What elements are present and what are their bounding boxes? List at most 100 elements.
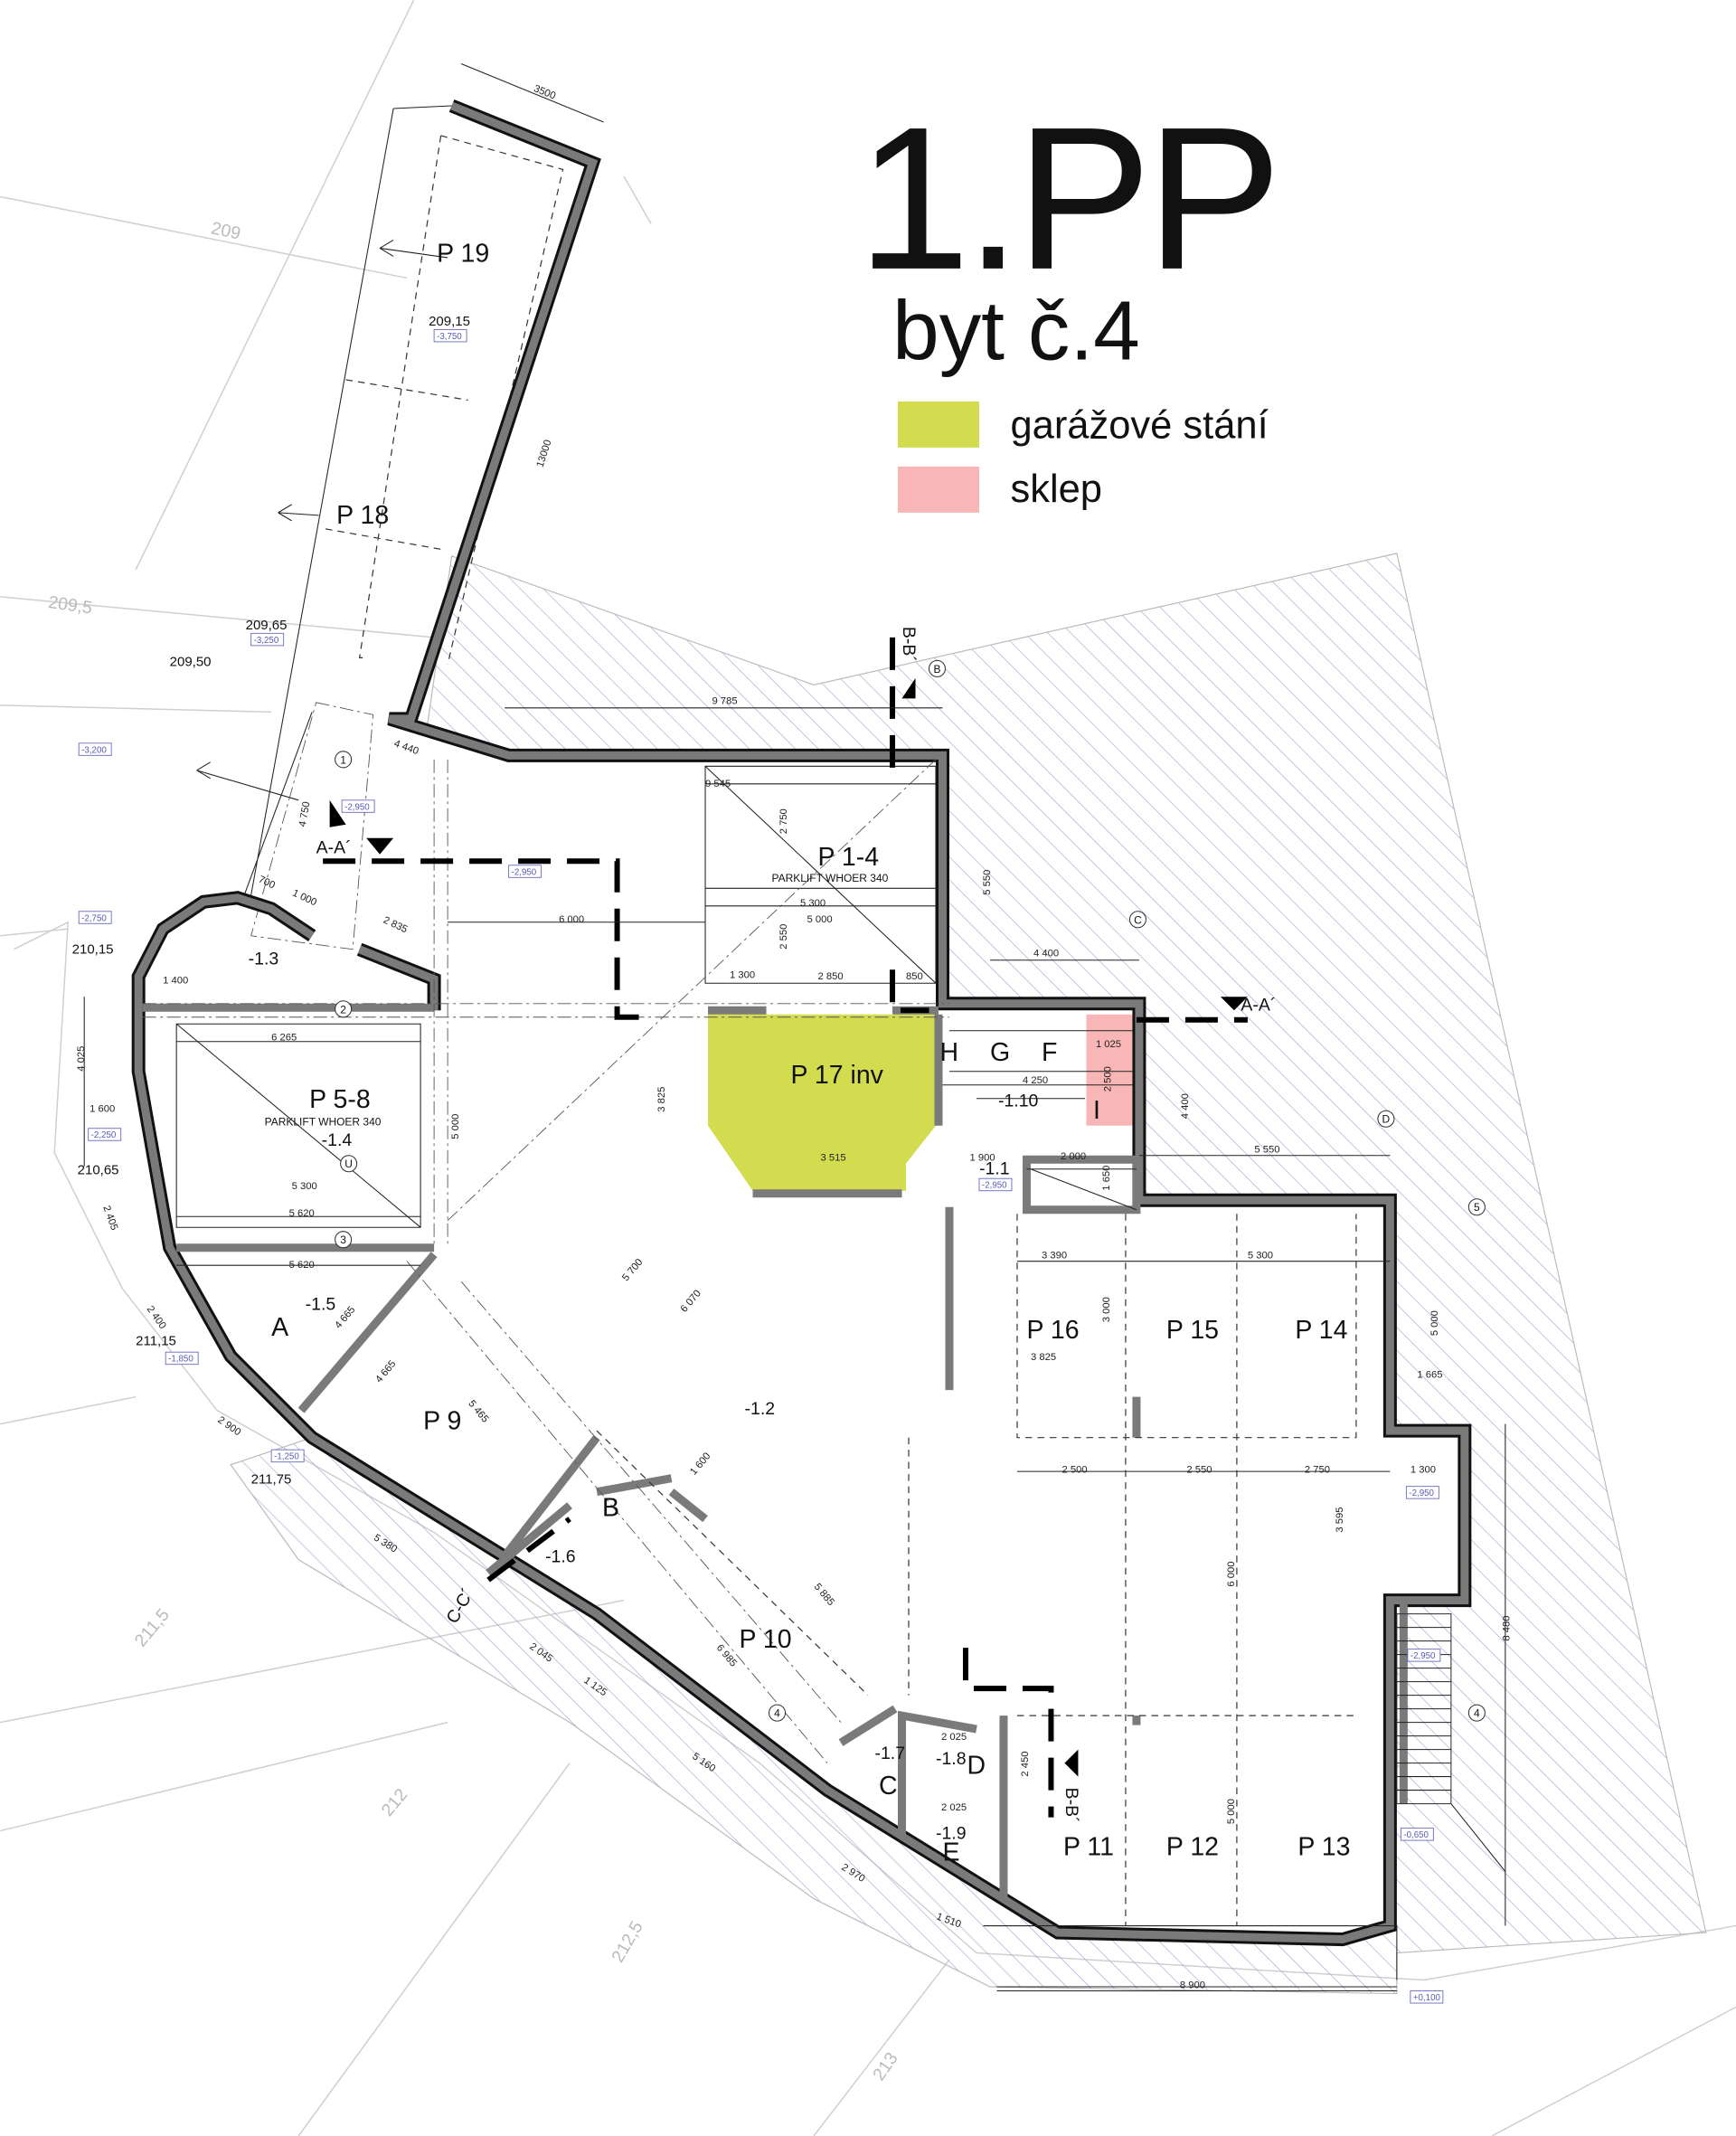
level-box: -2,950 [982, 1181, 1007, 1191]
unit-title: byt č.4 [892, 283, 1140, 377]
room-label-p17[interactable]: P 17 inv [791, 1061, 884, 1090]
dimension: 4 400 [1033, 948, 1059, 959]
room-label: P 16 [1026, 1316, 1079, 1345]
level-box: -3,250 [254, 636, 279, 646]
axis-label: B [933, 663, 940, 676]
axis-label: D [1382, 1113, 1391, 1126]
legend: garážové stání sklep [897, 401, 1269, 513]
dimension: 4 400 [1180, 1093, 1191, 1119]
level-box: -2,250 [91, 1130, 117, 1140]
dimension: 8 900 [1180, 1980, 1205, 1991]
dimension: 5 000 [450, 1114, 461, 1139]
elevation-label: 211,75 [251, 1472, 292, 1488]
room-sublabel: PARKLIFT WHOER 340 [772, 872, 889, 884]
spot-elevations: 209,15 209,65 209,50 210,15 210,65 211,1… [72, 314, 470, 1488]
dimension: 2 900 [215, 1414, 242, 1438]
elevation-label: 209,50 [170, 654, 212, 669]
dimension: 13000 [535, 439, 554, 468]
room-label: D [967, 1752, 986, 1781]
contour-label: 211,5 [131, 1605, 174, 1651]
axis-label: U [344, 1158, 353, 1170]
dimension: 4 665 [333, 1304, 357, 1330]
room-label: A [271, 1313, 288, 1342]
room-label: P 9 [423, 1407, 461, 1436]
dimension: 2 550 [1186, 1465, 1212, 1476]
dimension: 5 885 [812, 1582, 836, 1608]
room-label: P 5-8 [309, 1085, 371, 1114]
dimension: 5 620 [289, 1260, 315, 1271]
room-sublabel: PARKLIFT WHOER 340 [265, 1116, 382, 1129]
dimension: 4 665 [373, 1358, 398, 1385]
room-label: F [1042, 1038, 1057, 1067]
dimension: 5 300 [800, 898, 826, 909]
contour-label: 212,5 [608, 1918, 647, 1966]
dimension: 6 265 [271, 1032, 297, 1043]
grid-lines [142, 759, 1398, 1988]
dimension: 2 500 [1061, 1465, 1087, 1476]
level-box: -0,650 [1403, 1830, 1429, 1840]
dimension: 1 300 [1410, 1465, 1436, 1476]
section-label: A-A´ [316, 837, 352, 857]
dimension: 1 665 [1417, 1370, 1442, 1381]
room-label: P 18 [336, 501, 389, 530]
dimension: 1 900 [969, 1153, 995, 1164]
room-number: -1.5 [306, 1295, 336, 1315]
legend-label-parking: garážové stání [1010, 403, 1268, 447]
dimension: 6 985 [714, 1642, 739, 1668]
axis-label: 3 [340, 1233, 346, 1246]
room-number: -1.1 [979, 1159, 1010, 1179]
parking-p17-highlight[interactable] [708, 1014, 936, 1191]
axis-label: 4 [774, 1707, 780, 1720]
dimension: 4 250 [1023, 1075, 1048, 1086]
dimension: 8 480 [1501, 1615, 1512, 1640]
dimension: 5 700 [620, 1257, 645, 1283]
dimension: 9 545 [705, 779, 731, 789]
floor-title: 1.PP [857, 84, 1277, 312]
room-label-cellar-i[interactable]: I [1093, 1096, 1100, 1125]
dimension: 4 750 [297, 801, 313, 828]
section-label: A-A´ [1241, 995, 1276, 1015]
cellar-i-highlight[interactable] [1086, 1014, 1133, 1126]
dimension: 3 825 [656, 1087, 667, 1112]
level-box: -1,850 [168, 1355, 193, 1365]
room-label: P 10 [740, 1625, 792, 1654]
contour-label: 209,5 [47, 592, 94, 619]
room-label: E [942, 1838, 959, 1867]
dimension: 2 835 [382, 915, 410, 936]
dimension: 2 500 [1102, 1066, 1113, 1092]
room-label: P 1-4 [818, 843, 880, 872]
room-number: -1.4 [322, 1130, 353, 1150]
dimension: 1 400 [163, 975, 188, 986]
level-box: -2,950 [512, 867, 537, 877]
elevation-label: 210,15 [72, 941, 114, 957]
dimension: 5 000 [1226, 1799, 1237, 1824]
dimension: 3 825 [1031, 1352, 1056, 1363]
section-lines [323, 637, 1248, 1818]
axis-label: C [1134, 913, 1142, 926]
elevation-label: 211,15 [136, 1334, 176, 1349]
room-label: H [939, 1038, 958, 1067]
section-labels: A-A´ A-A´ B-B´ B-B´ C-C´ [316, 627, 1277, 1823]
dimension: 5 465 [466, 1398, 490, 1424]
axis-label: 2 [340, 1003, 346, 1016]
dimension: 2 750 [778, 808, 789, 834]
room-number: -1.2 [745, 1399, 776, 1419]
dimension: 2 550 [778, 924, 789, 950]
dimension: 1 025 [1096, 1039, 1121, 1050]
level-box: -3,200 [81, 745, 107, 755]
room-number: -1.9 [936, 1824, 967, 1844]
room-number: -1.7 [874, 1744, 905, 1763]
ramp [196, 105, 564, 950]
room-labels: P 19 P 18 P 1-4 PARKLIFT WHOER 340 P 17 … [249, 239, 1351, 1867]
staircase [1396, 1613, 1506, 1872]
dimension: 2 400 [145, 1304, 168, 1331]
elevation-label: 209,65 [246, 618, 288, 633]
room-number: -1.10 [998, 1092, 1039, 1111]
grid-axis-markers: 1 2 3 4 5 B C D U 4 [335, 659, 1486, 1722]
legend-swatch-parking [897, 401, 979, 448]
room-label: P 13 [1297, 1833, 1350, 1862]
level-box: +0,100 [1413, 1993, 1441, 2003]
dimension: 5 550 [982, 870, 993, 895]
room-number: -1.8 [936, 1749, 967, 1769]
